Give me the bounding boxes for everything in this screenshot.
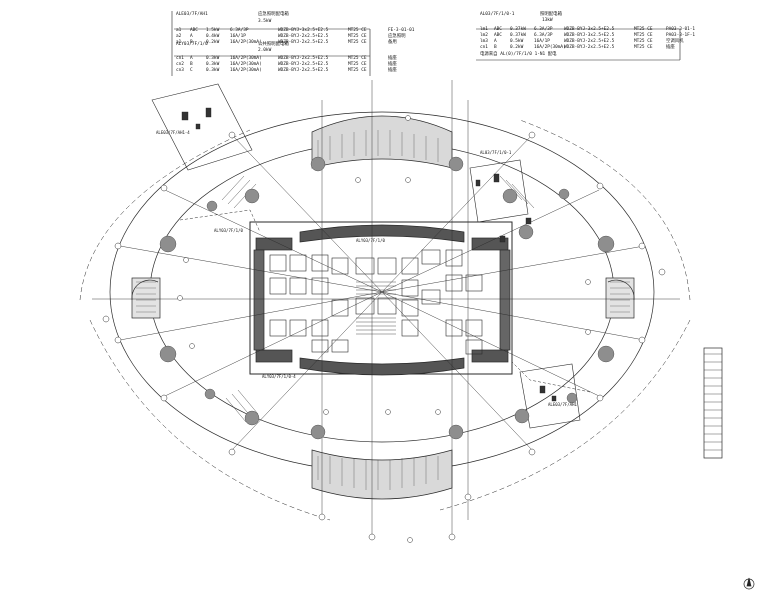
south-box-label: ALE03/7F/AH1 (548, 402, 577, 407)
core-wall-east-low (471, 349, 509, 363)
panel-c-footer: 电源来自 AL(0)/7F/1/0 1-N1 配电 (480, 52, 557, 57)
se-equipment-room (519, 363, 581, 429)
panel-b-feeder-id: ALY03/7F/1/0 (176, 42, 208, 47)
nw-box-label: ALE03/7F/AH1-4 (156, 130, 190, 135)
core-wall-west (255, 237, 293, 251)
panel-c-table: AL03/7F/1/0-1 照明配电箱 13kW lm1 ABC 0.37kW … (480, 12, 695, 58)
core-south-band (299, 357, 465, 376)
east-box-label: AL03/7F/1/0-1 (480, 150, 512, 155)
core-north-label: ALY03/7F/1/0 (356, 238, 385, 243)
se-box-label: ALY03/7F/1/0-4 (262, 374, 296, 379)
panel-a-caption: 应急照明配电箱 (258, 12, 289, 17)
panel-a-table: ALE03/7F/AH1 应急照明配电箱 3.5kW a1 ABC 1.5kW … (176, 12, 414, 46)
stair-treads (221, 175, 535, 423)
west-stair-block (131, 277, 161, 319)
table-row: lm2 ABC 0.37kW 6.3A/3P WDZB-BYJ-3x2.5+E2… (480, 33, 696, 38)
panel-c-caption: 照明配电箱 (540, 12, 562, 17)
table-row: a1 ABC 1.5kW 6.3A/3P WDZB-BYJ-3x2.5+E2.5… (176, 28, 415, 33)
core-shaft-east (499, 249, 511, 351)
panel-b-caption: 公共照明配电箱 (258, 42, 289, 47)
ne-equipment-room (469, 159, 529, 223)
balcony-lattice (136, 130, 630, 490)
panel-a-capacity: 3.5kW (258, 19, 272, 24)
table-row: cn1 B 0.2kW 16A/2P(30mA) WDZB-BYJ-2x2.5+… (480, 45, 675, 50)
north-balcony (311, 115, 453, 169)
nw-equipment-room (151, 83, 253, 171)
table-row: a2 A 0.4kW 16A/1P WDZB-BYJ-2x2.5+E2.5 MT… (176, 34, 406, 39)
structural-columns (159, 156, 615, 440)
east-arc (607, 279, 635, 301)
core-wall-east (471, 237, 509, 251)
table-row: cn3 C 0.3kW 16A/2P(30mA) WDZB-BYJ-2x2.5+… (176, 68, 397, 73)
panel-c-feeder-id: AL03/7F/1/0-1 (480, 12, 515, 17)
south-balcony (311, 449, 453, 500)
table-row: lm1 ABC 0.37kW 6.3A/3P WDZB-BYJ-3x2.5+E2… (480, 27, 696, 32)
panel-a-feeder-id: ALE03/7F/AH1 (176, 12, 208, 17)
radial-gridlines (92, 80, 680, 540)
stair-section-treads (704, 353, 722, 451)
cable-route-east (511, 361, 591, 393)
panel-c-capacity: 13kW (542, 18, 553, 23)
west-box-label: ALY03/7F/1/0 (214, 228, 243, 233)
cable-route-west (179, 209, 261, 233)
dashed-site-boundary (79, 119, 691, 521)
table-row: cn1 A 0.3kW 16A/2P(30mA) WDZB-BYJ-2x2.5+… (176, 56, 397, 61)
stair-section-detail (703, 347, 723, 459)
core-wall-west-low (255, 349, 293, 363)
core-shaft-west (253, 249, 265, 351)
core-north-band (299, 224, 465, 243)
grid-bubbles (102, 115, 666, 543)
east-stair-block (605, 277, 635, 319)
core-cells (269, 249, 483, 355)
table-row: lm3 A 0.5kW 16A/1P WDZB-BYJ-2x2.5+E2.5 M… (480, 39, 684, 44)
table-row: a1 B 0.2kW 16A/2P(30mA) WDZB-BYJ-2x2.5+E… (176, 40, 397, 45)
west-arc (131, 279, 159, 301)
panel-b-table: ALY03/7F/1/0 公共照明配电箱 2.0kW cn1 A 0.3kW 1… (176, 42, 397, 74)
equipment-symbols (181, 107, 557, 402)
panel-b-capacity: 2.0kW (258, 48, 272, 53)
table-row: cn2 B 0.3kW 16A/2P(30mA) WDZB-BYJ-2x2.5+… (176, 62, 397, 67)
table-borders (171, 11, 681, 76)
